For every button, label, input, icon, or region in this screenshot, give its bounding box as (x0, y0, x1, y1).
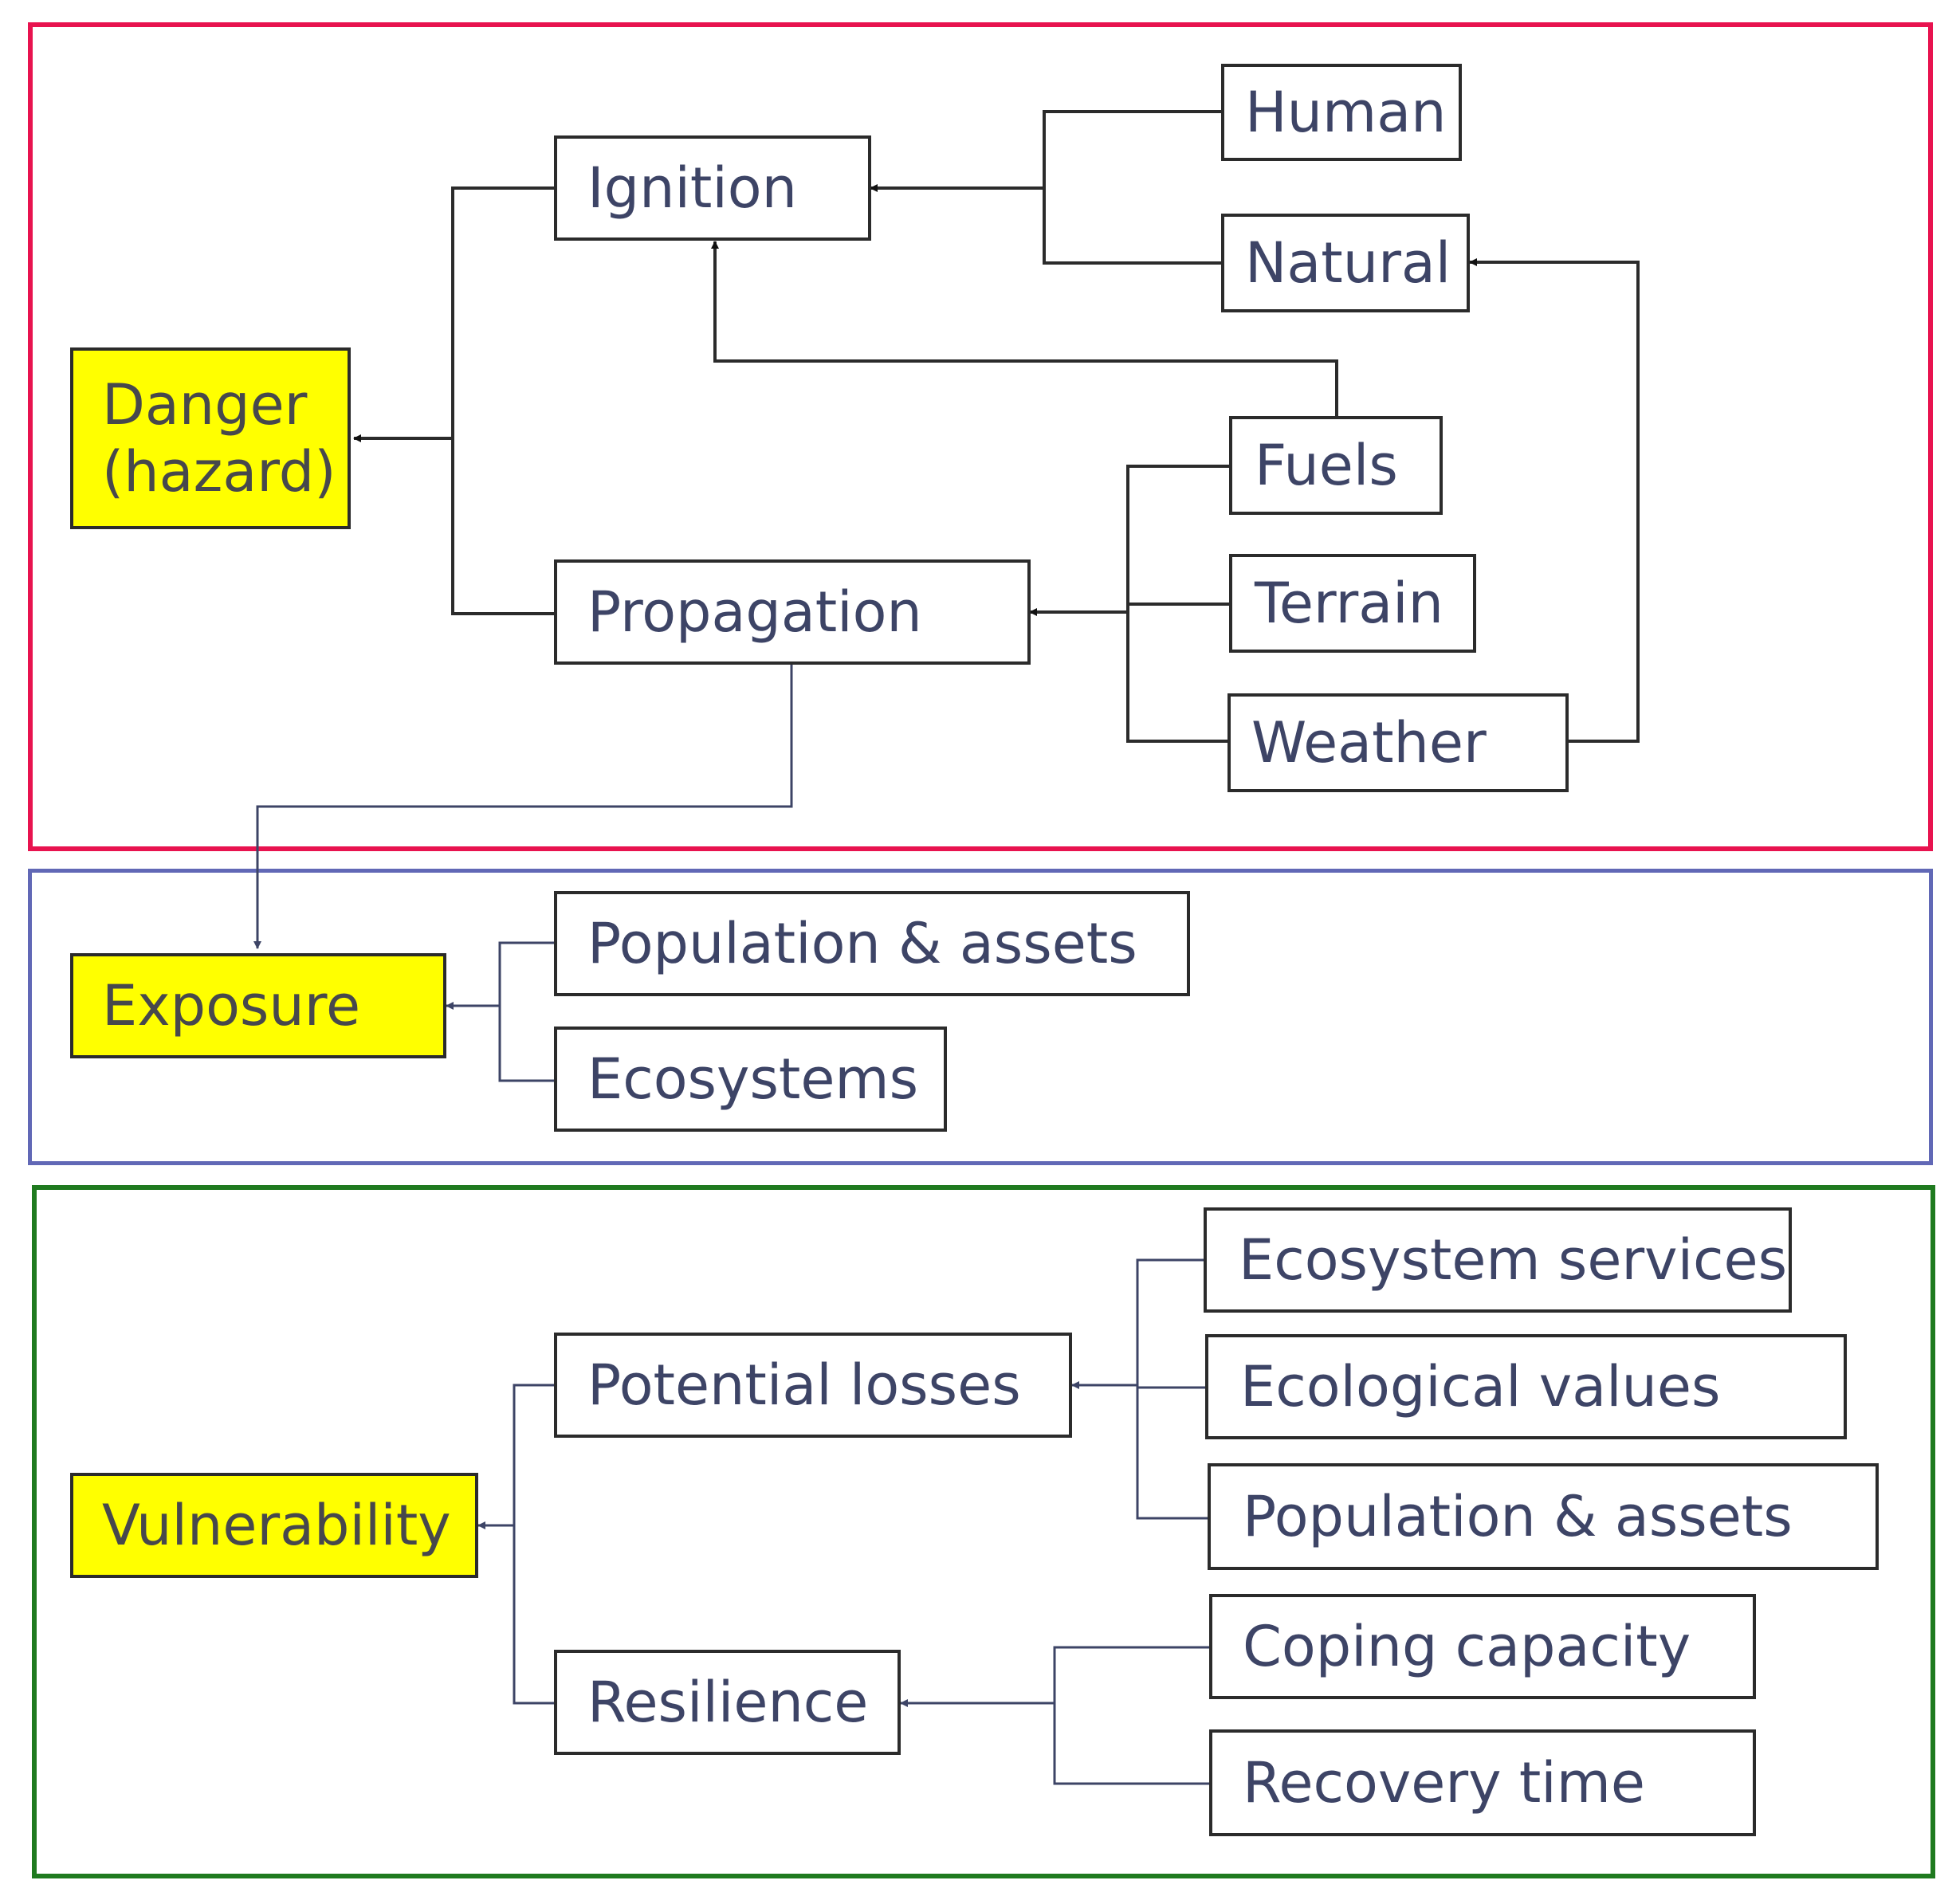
node-resilience: Resilience (554, 1650, 901, 1755)
node-human: Human (1221, 64, 1462, 161)
node-ecosystems: Ecosystems (554, 1027, 947, 1132)
node-natural: Natural (1221, 214, 1470, 312)
node-coping-capacity: Coping capacity (1209, 1594, 1756, 1699)
node-exposure-population-assets: Population & assets (554, 891, 1190, 996)
node-potential-losses: Potential losses (554, 1333, 1072, 1438)
node-recovery-time: Recovery time (1209, 1729, 1756, 1836)
edge-propagation-to-exposure (253, 665, 793, 949)
edge-resilience-inputs (901, 1646, 1209, 1785)
node-weather: Weather (1227, 693, 1569, 792)
hazard-panel (28, 22, 1933, 851)
node-fuels: Fuels (1229, 416, 1443, 515)
edge-ignition-propagation-to-danger (354, 186, 554, 615)
node-terrain: Terrain (1229, 554, 1476, 653)
node-vulnerability-population-assets: Population & assets (1208, 1463, 1879, 1570)
edge-human-natural-to-ignition (870, 110, 1221, 265)
edge-exposure-inputs (446, 941, 554, 1082)
node-ecological-values: Ecological values (1205, 1334, 1847, 1439)
node-danger: Danger (hazard) (70, 347, 351, 529)
edge-losses-resilience-to-vulnerability (478, 1384, 554, 1705)
node-ecosystem-services: Ecosystem services (1204, 1207, 1792, 1313)
edge-loss-inputs (1072, 1258, 1208, 1520)
edge-weather-to-natural (1469, 258, 1640, 743)
danger-label-line2: (hazard) (102, 439, 336, 504)
danger-label-line1: Danger (102, 372, 308, 438)
exposure-panel (28, 869, 1933, 1165)
node-exposure: Exposure (70, 953, 446, 1058)
vulnerability-panel (32, 1185, 1935, 1878)
edge-drivers-to-propagation (1030, 465, 1229, 743)
node-vulnerability: Vulnerability (70, 1473, 478, 1578)
node-ignition: Ignition (554, 135, 871, 241)
edge-fuels-to-ignition (711, 241, 1338, 416)
node-propagation: Propagation (554, 559, 1031, 665)
